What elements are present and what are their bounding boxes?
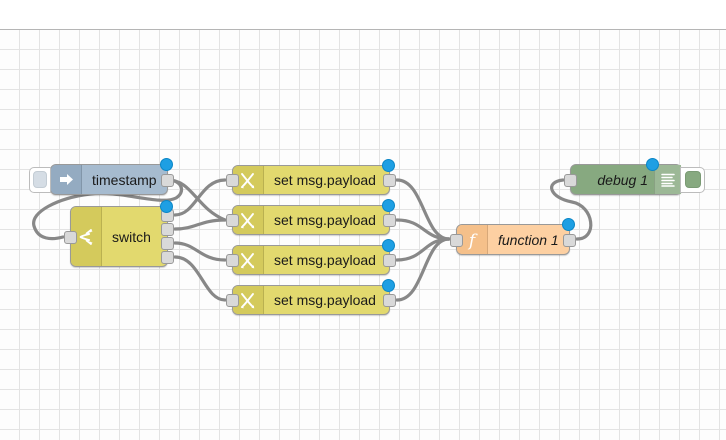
switch-input-port[interactable] — [64, 231, 77, 244]
change-output-port[interactable] — [383, 294, 396, 307]
node-inject-timestamp[interactable]: timestamp — [29, 158, 174, 195]
node-change-3[interactable]: set msg.payload — [226, 239, 396, 275]
change-node-label: set msg.payload — [274, 252, 376, 268]
change-output-port[interactable] — [383, 214, 396, 227]
wire-inject-to-change2 — [166, 178, 227, 222]
node-change-2[interactable]: set msg.payload — [226, 199, 396, 235]
change-status-dot — [382, 279, 395, 292]
debug-input-port[interactable] — [564, 174, 577, 187]
change-output-port[interactable] — [383, 174, 396, 187]
editor-header-bar — [0, 0, 726, 30]
inject-arrow-icon — [51, 165, 82, 194]
function-status-dot — [562, 218, 575, 231]
debug-enable-toggle-button[interactable] — [680, 166, 705, 193]
node-change-4[interactable]: set msg.payload — [226, 279, 396, 315]
node-function-1[interactable]: f function 1 — [450, 218, 576, 255]
switch-output-port-2[interactable] — [161, 223, 174, 236]
inject-node-label: timestamp — [92, 171, 157, 188]
change-input-port[interactable] — [226, 254, 239, 267]
change-input-port[interactable] — [226, 174, 239, 187]
change-input-port[interactable] — [226, 214, 239, 227]
change-status-dot — [382, 239, 395, 252]
change-node-label: set msg.payload — [274, 172, 376, 188]
node-switch[interactable]: switch — [64, 200, 174, 267]
wire-switch3-to-change4 — [173, 255, 227, 302]
svg-text:f: f — [467, 231, 478, 250]
inject-output-port[interactable] — [161, 174, 174, 187]
change-output-port[interactable] — [383, 254, 396, 267]
function-node-label: function 1 — [498, 231, 559, 248]
inject-trigger-knob — [33, 171, 47, 188]
wire-switch1-to-change2 — [173, 218, 227, 231]
change-input-port[interactable] — [226, 294, 239, 307]
change-node-label: set msg.payload — [274, 212, 376, 228]
change-status-dot — [382, 199, 395, 212]
inject-trigger-button[interactable] — [29, 166, 51, 193]
debug-lines-icon — [654, 165, 681, 194]
change-node-label: set msg.payload — [274, 292, 376, 308]
switch-output-port-3[interactable] — [161, 237, 174, 250]
debug-toggle-knob — [684, 171, 701, 188]
switch-node-label: switch — [112, 228, 151, 245]
wire-change4-to-function — [395, 237, 451, 302]
function-output-port[interactable] — [563, 234, 576, 247]
node-change-1[interactable]: set msg.payload — [226, 159, 396, 195]
switch-output-port-4[interactable] — [161, 251, 174, 264]
change-status-dot — [382, 159, 395, 172]
wire-switch0-to-change1 — [173, 178, 227, 217]
switch-status-dot — [160, 200, 173, 213]
wire-switch2-to-change3 — [173, 241, 227, 262]
inject-status-dot — [160, 158, 173, 171]
node-debug-1[interactable]: debug 1 — [564, 158, 705, 195]
wire-change3-to-function — [395, 237, 451, 262]
function-input-port[interactable] — [450, 234, 463, 247]
debug-node-label: debug 1 — [597, 171, 648, 188]
debug-status-dot — [646, 158, 659, 171]
flow-canvas[interactable]: timestamp switch — [0, 30, 726, 440]
wire-change1-to-function — [395, 178, 451, 241]
wire-change2-to-function — [395, 218, 451, 241]
